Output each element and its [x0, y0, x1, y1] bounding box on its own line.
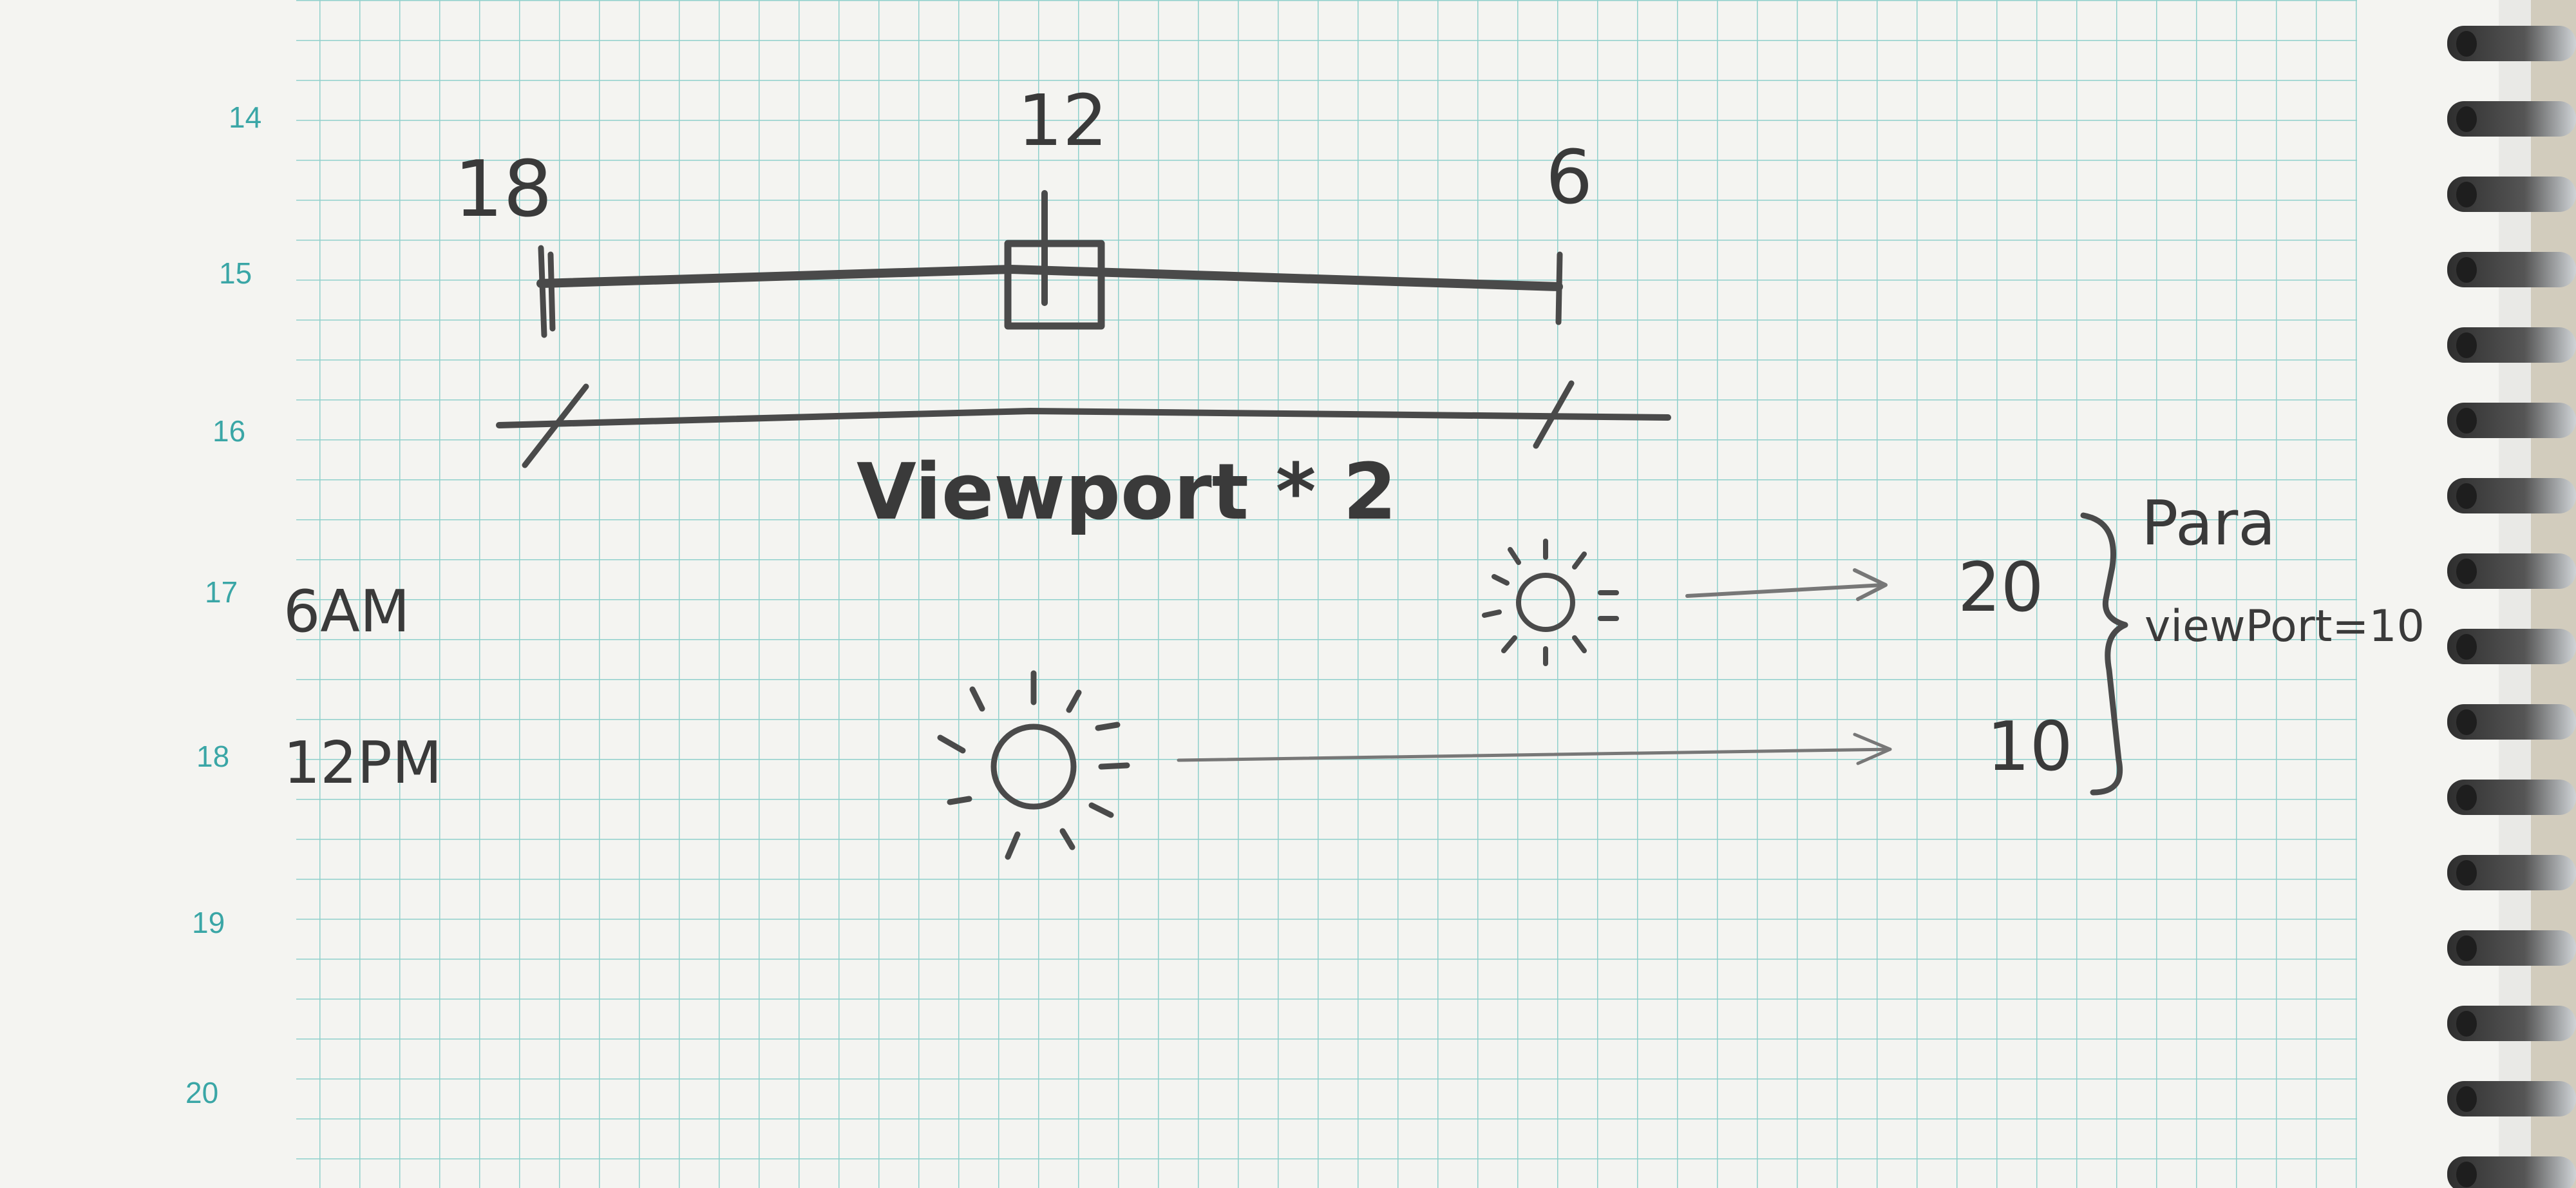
spiral-hole — [2456, 860, 2477, 886]
spiral-ring — [2447, 704, 2576, 740]
timeline-left-tick — [538, 245, 556, 338]
spiral-ring — [2447, 1006, 2576, 1041]
spiral-ring — [2447, 629, 2576, 664]
spiral-ring — [2447, 1156, 2576, 1188]
spiral-hole — [2456, 332, 2477, 358]
row-number: 19 — [192, 906, 225, 939]
row-numbers: 14 15 16 17 18 19 20 — [185, 101, 261, 1109]
spiral-hole — [2456, 1162, 2477, 1187]
spiral-hole — [2456, 257, 2477, 283]
arrow-icon — [1177, 733, 1892, 765]
row-number: 17 — [205, 575, 238, 609]
spiral-ring — [2447, 478, 2576, 513]
row-number: 15 — [219, 256, 252, 290]
morning-time-label: 6AM — [283, 578, 410, 646]
spiral-hole — [2456, 182, 2477, 207]
spiral-ring — [2447, 1081, 2576, 1116]
spiral-hole — [2456, 785, 2477, 810]
grouping-bracket — [2080, 512, 2128, 796]
noon-value: 10 — [1987, 707, 2073, 786]
sun-icon — [1482, 539, 1619, 666]
note-detail: viewPort=10 — [2145, 601, 2425, 652]
morning-value: 20 — [1958, 548, 2044, 627]
viewport-span: Viewport * 2 — [496, 380, 1671, 537]
spiral-ring — [2447, 780, 2576, 815]
spiral-hole — [2456, 408, 2477, 434]
spiral-hole — [2456, 935, 2477, 961]
spiral-ring — [2447, 403, 2576, 438]
span-right-slash — [1533, 380, 1575, 449]
spiral-hole — [2456, 559, 2477, 584]
spiral-hole — [2456, 31, 2477, 57]
sun-icon — [937, 670, 1130, 860]
arrow-icon — [1685, 568, 1888, 601]
spiral-hole — [2456, 634, 2477, 660]
viewport-box — [1004, 240, 1105, 330]
spiral-hole — [2456, 483, 2477, 509]
spiral-ring — [2447, 101, 2576, 137]
spiral-ring — [2447, 930, 2576, 966]
span-left-slash — [522, 383, 589, 468]
spiral-hole — [2456, 1086, 2477, 1112]
spiral-ring — [2447, 177, 2576, 212]
span-line — [496, 408, 1671, 428]
spiral-hole — [2456, 1011, 2477, 1037]
spiral-hole — [2456, 709, 2477, 735]
row-number: 18 — [196, 740, 229, 773]
grid-area — [296, 0, 2357, 1188]
timeline-right-tick — [1555, 251, 1563, 325]
spiral-ring — [2447, 553, 2576, 589]
spiral-ring — [2447, 26, 2576, 61]
spiral-binding — [2447, 0, 2576, 1188]
spiral-ring — [2447, 252, 2576, 287]
row-number: 14 — [229, 101, 261, 134]
spiral-ring — [2447, 855, 2576, 890]
spiral-ring — [2447, 327, 2576, 363]
viewport-label: Viewport * 2 — [857, 448, 1397, 537]
timeline-right-label: 6 — [1546, 135, 1593, 221]
timeline-center-label: 12 — [1018, 79, 1108, 162]
spiral-hole — [2456, 106, 2477, 132]
row-number: 20 — [185, 1076, 218, 1109]
note-title: Para — [2141, 488, 2276, 559]
timeline-left-label: 18 — [454, 145, 553, 235]
noon-time-label: 12PM — [283, 729, 442, 797]
row-number: 16 — [213, 414, 245, 448]
timeline: 18 12 6 — [454, 79, 1593, 338]
